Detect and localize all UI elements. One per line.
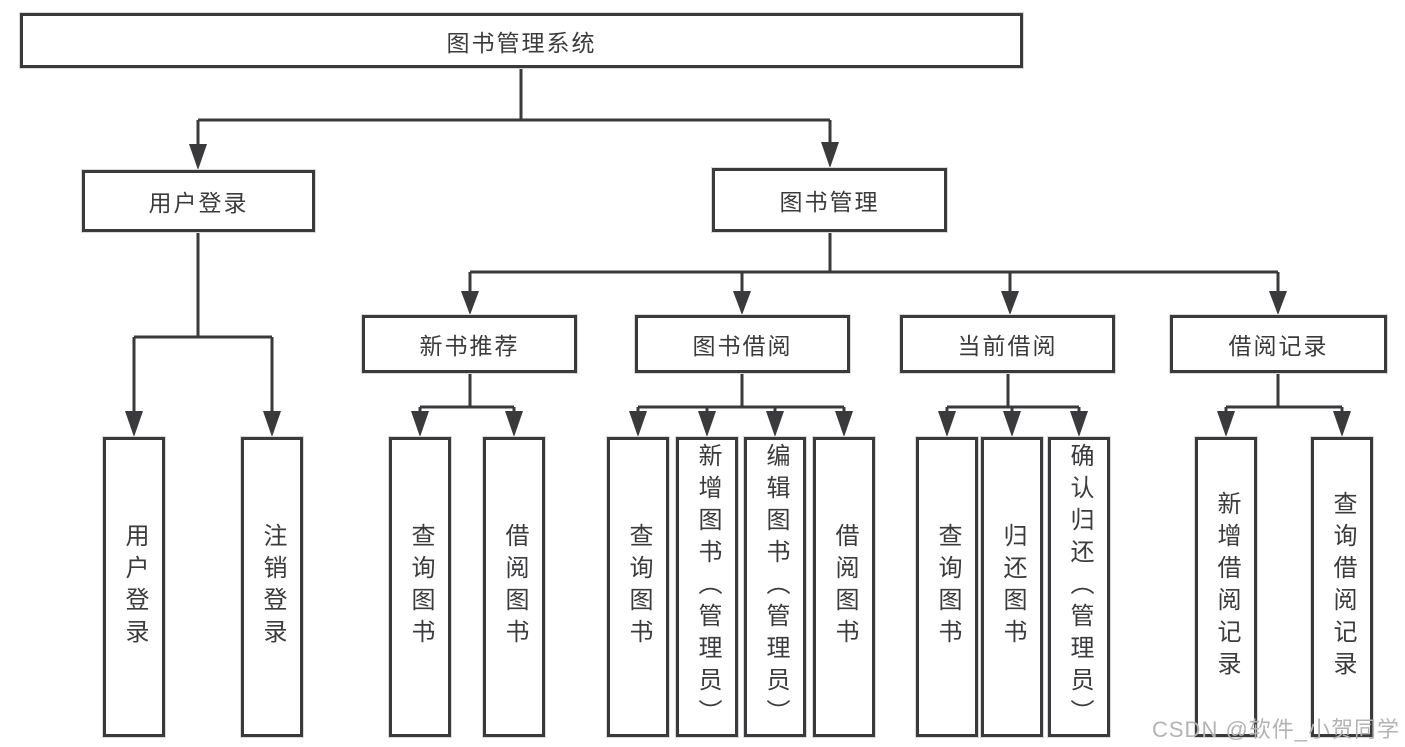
leaf-logout-label: 注销登录 [259, 523, 286, 651]
leaf-newbook-query-books-label: 查询图书 [407, 523, 434, 651]
node-user-login: 用户登录 [82, 170, 315, 232]
leaf-current-return-books-label: 归还图书 [999, 523, 1026, 651]
leaf-current-confirm-return-admin: 确认归还（管理员） [1048, 437, 1110, 737]
leaf-records-query-record-label: 查询借阅记录 [1329, 491, 1356, 683]
leaf-borrow-edit-books-admin: 编辑图书（管理员） [744, 437, 806, 737]
leaf-newbook-borrow-books: 借阅图书 [483, 437, 545, 737]
node-borrow-records-label: 借阅记录 [1228, 333, 1329, 359]
leaf-borrow-edit-books-admin-label: 编辑图书（管理员） [762, 443, 789, 731]
node-root-label: 图书管理系统 [446, 29, 597, 56]
node-new-book-recommend-label: 新书推荐 [419, 333, 520, 359]
leaf-user-login: 用户登录 [103, 437, 165, 737]
leaf-borrow-borrow-books: 借阅图书 [813, 437, 875, 737]
node-borrow-records: 借阅记录 [1170, 315, 1387, 373]
leaf-records-add-record-label: 新增借阅记录 [1213, 491, 1240, 683]
leaf-newbook-query-books: 查询图书 [389, 437, 451, 737]
leaf-borrow-add-books-admin: 新增图书（管理员） [676, 437, 738, 737]
node-current-borrowing: 当前借阅 [900, 315, 1115, 373]
node-root-system: 图书管理系统 [20, 13, 1023, 68]
leaf-user-login-label: 用户登录 [121, 523, 148, 651]
leaf-logout: 注销登录 [241, 437, 303, 737]
node-new-book-recommend: 新书推荐 [362, 315, 577, 373]
leaf-borrow-query-books-label: 查询图书 [625, 523, 652, 651]
leaf-borrow-add-books-admin-label: 新增图书（管理员） [694, 443, 721, 731]
csdn-watermark: CSDN @软件_小贺同学 [1152, 717, 1401, 742]
leaf-records-query-record: 查询借阅记录 [1311, 437, 1373, 737]
leaf-current-confirm-return-admin-label: 确认归还（管理员） [1066, 443, 1093, 731]
arrowheads [125, 142, 1351, 437]
leaf-newbook-borrow-books-label: 借阅图书 [501, 523, 528, 651]
node-book-borrowing-label: 图书借阅 [692, 333, 793, 359]
leaf-current-query-books: 查询图书 [916, 437, 978, 737]
leaf-records-add-record: 新增借阅记录 [1195, 437, 1257, 737]
leaf-borrow-borrow-books-label: 借阅图书 [831, 523, 858, 651]
leaf-borrow-query-books: 查询图书 [607, 437, 669, 737]
leaf-current-return-books: 归还图书 [981, 437, 1043, 737]
node-current-borrowing-label: 当前借阅 [957, 333, 1058, 359]
node-book-borrowing: 图书借阅 [635, 315, 850, 373]
node-book-management-label: 图书管理 [779, 189, 880, 215]
leaf-current-query-books-label: 查询图书 [934, 523, 961, 651]
node-book-management: 图书管理 [712, 168, 947, 232]
node-user-login-label: 用户登录 [148, 190, 249, 216]
